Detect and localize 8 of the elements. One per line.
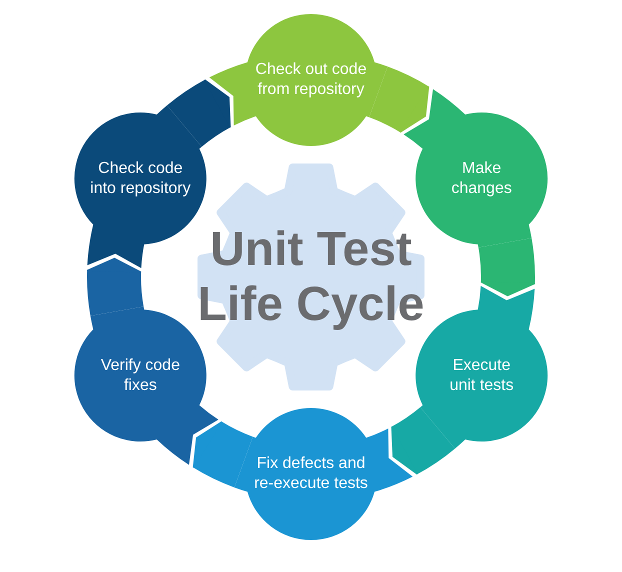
step-label: Fix defects and re-execute tests — [254, 454, 368, 494]
step-label: Verify code fixes — [100, 356, 181, 396]
center-title: Unit Test Life Cycle — [197, 222, 425, 332]
gear-shape — [195, 161, 427, 393]
step-label: Check code into repository — [89, 158, 192, 198]
step-label: Make changes — [450, 158, 513, 198]
step-label: Check out code from repository — [254, 60, 368, 100]
step-label: Execute unit tests — [448, 356, 515, 396]
